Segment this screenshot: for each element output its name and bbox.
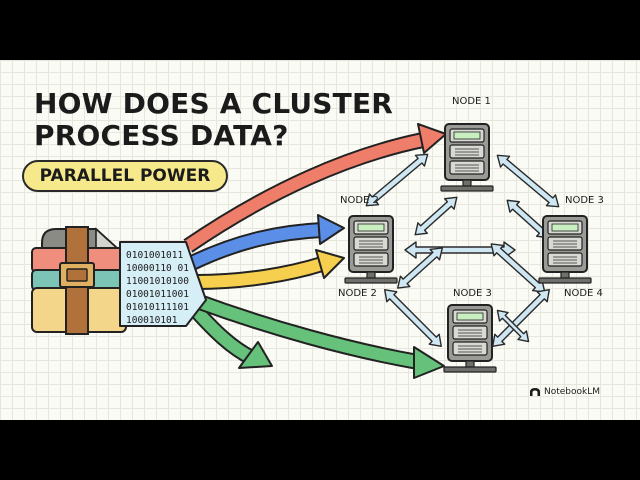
title-line-2: PROCESS DATA? [34,119,289,152]
cluster-diagram: 0101001011 10000110 01 11001010100 01001… [31,96,604,379]
server-icon [440,123,494,192]
thumbnail-frame: HOW DOES A CLUSTER PROCESS DATA? PARALLE… [0,60,640,420]
green-arrow-down [186,300,273,369]
binary-line: 01001011001 [126,289,189,300]
binary-line: 11001010100 [126,276,189,287]
archive-file-icon [31,226,127,335]
link-node1-node3-right-arrow [496,154,560,208]
node-4-label: NODE 4 [564,288,603,299]
green-arrow-to-node-3 [191,292,445,379]
binary-data-panel: 0101001011 10000110 01 11001010100 01001… [119,241,207,327]
link-node3-node3-small-arrow [496,309,530,343]
binary-line: 0101001011 [126,250,183,261]
node-1-label: NODE 1 [452,96,491,107]
server-node-2-upper: NODE 2 [340,195,398,284]
binary-line: 100010101 [126,315,178,326]
notebooklm-logo-icon [530,388,540,396]
red-arrow-to-node-1 [183,123,447,253]
binary-line: 10000110 01 [126,263,189,274]
notebooklm-logo: NotebookLM [529,387,600,397]
distribution-arrows [183,123,447,379]
link-node1-node2-upper-arrow [414,196,458,236]
server-icon [538,215,592,284]
server-node-3-right: NODE 3 [538,195,604,284]
link-node1-node2-arrow [404,241,516,259]
binary-line: 01010111101 [126,302,189,313]
link-node2-node3-lower-arrow [384,289,442,347]
node-3-bottom-label: NODE 3 [453,288,492,299]
server-node-1: NODE 1 [440,96,494,192]
link-node3-node4-arrow [492,289,550,347]
link-node1-node3-diagonal-arrow [490,243,546,293]
parallel-power-badge: PARALLEL POWER [22,160,228,192]
node-2-upper-label: NODE 2 [340,195,379,206]
yellow-arrow-to-node-2 [195,249,345,290]
blue-arrow-to-node-2 [188,214,345,271]
node-3-right-label: NODE 3 [565,195,604,206]
link-node2-node3-small-arrow [397,247,443,289]
server-node-3-bottom: NODE 3 [443,288,497,373]
notebooklm-logo-text: NotebookLM [544,387,601,397]
link-node2-node3-upper-arrow [365,153,429,207]
node-2-lower-label: NODE 2 [338,288,377,299]
server-icon [344,215,398,284]
title-line-1: HOW DOES A CLUSTER [34,87,394,120]
server-icon [443,304,497,373]
node-link-arrows [365,153,560,347]
